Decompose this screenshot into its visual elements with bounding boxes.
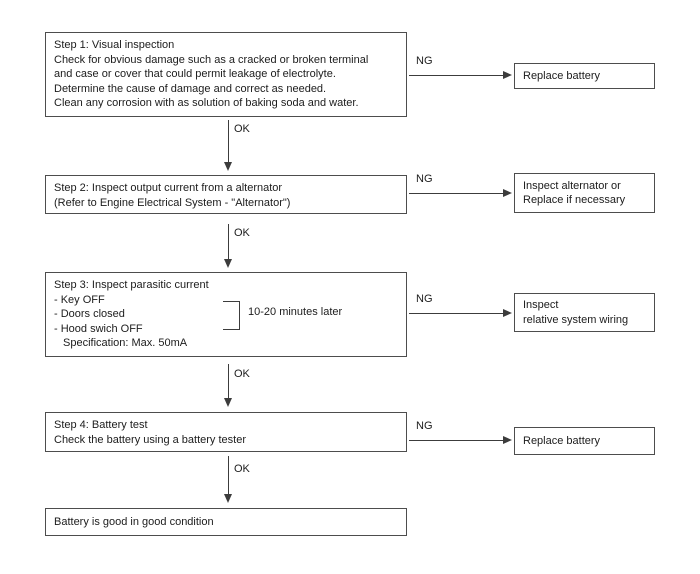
arrow-down-icon	[224, 259, 232, 268]
ok-label-2: OK	[234, 227, 250, 239]
ng-label-3: NG	[416, 293, 433, 305]
step1-line-4: Determine the cause of damage and correc…	[54, 82, 327, 95]
result3-line-2: relative system wiring	[523, 313, 629, 326]
ng-label-1: NG	[416, 55, 433, 67]
result-box-replace-battery-1: Replace battery	[514, 63, 655, 89]
step3-line-1: Step 3: Inspect parasitic current	[54, 279, 209, 291]
arrow-right-icon	[503, 71, 512, 79]
step1-line-3: and case or cover that could permit leak…	[54, 68, 336, 81]
step3-line-5: Specification: Max. 50mA	[63, 337, 188, 350]
step2-line-1: Step 2: Inspect output current from a al…	[54, 182, 283, 194]
ok-label-3: OK	[234, 368, 250, 380]
step3-line-2: - Key OFF	[54, 293, 105, 306]
ok-connector-4	[228, 456, 229, 494]
step4-box: Step 4: Battery test Check the battery u…	[45, 412, 407, 452]
arrow-down-icon	[224, 494, 232, 503]
result-box-inspect-wiring: Inspect relative system wiring	[514, 293, 655, 332]
result1-line-1: Replace battery	[523, 69, 601, 82]
arrow-right-icon	[503, 309, 512, 317]
arrow-down-icon	[224, 398, 232, 407]
result4-line-1: Replace battery	[523, 434, 601, 447]
ng-label-4: NG	[416, 420, 433, 432]
step1-box: Step 1: Visual inspection Check for obvi…	[45, 32, 407, 117]
ng-connector-3	[409, 313, 503, 314]
timing-note: 10-20 minutes later	[248, 306, 343, 318]
final-box: Battery is good in good condition	[45, 508, 407, 536]
final-line-1: Battery is good in good condition	[54, 515, 214, 528]
ng-connector-4	[409, 440, 503, 441]
arrow-right-icon	[503, 436, 512, 444]
result2-line-1: Inspect alternator or	[523, 179, 621, 192]
ng-connector-2	[409, 193, 503, 194]
arrow-down-icon	[224, 162, 232, 171]
ok-label-1: OK	[234, 123, 250, 135]
ok-connector-2	[228, 224, 229, 259]
ng-connector-1	[409, 75, 503, 76]
step2-box: Step 2: Inspect output current from a al…	[45, 175, 407, 214]
ok-connector-1	[228, 120, 229, 162]
result2-line-2: Replace if necessary	[523, 194, 626, 206]
ng-label-2: NG	[416, 173, 433, 185]
result-box-inspect-alternator: Inspect alternator or Replace if necessa…	[514, 173, 655, 213]
step4-line-1: Step 4: Battery test	[54, 419, 148, 431]
bracket-shape	[223, 301, 240, 330]
step1-line-2: Check for obvious damage such as a crack…	[54, 53, 369, 66]
arrow-right-icon	[503, 189, 512, 197]
result-box-replace-battery-2: Replace battery	[514, 427, 655, 455]
ok-label-4: OK	[234, 463, 250, 475]
ok-connector-3	[228, 364, 229, 398]
result3-line-1: Inspect	[523, 299, 559, 311]
step3-box: Step 3: Inspect parasitic current - Key …	[45, 272, 407, 357]
step1-line-5: Clean any corrosion with as solution of …	[54, 97, 359, 110]
step1-line-1: Step 1: Visual inspection	[54, 39, 175, 51]
step2-line-2: (Refer to Engine Electrical System - "Al…	[54, 196, 291, 209]
step3-line-3: - Doors closed	[54, 308, 125, 321]
step3-line-4: - Hood swich OFF	[54, 322, 143, 335]
step4-line-2: Check the battery using a battery tester	[54, 433, 246, 446]
